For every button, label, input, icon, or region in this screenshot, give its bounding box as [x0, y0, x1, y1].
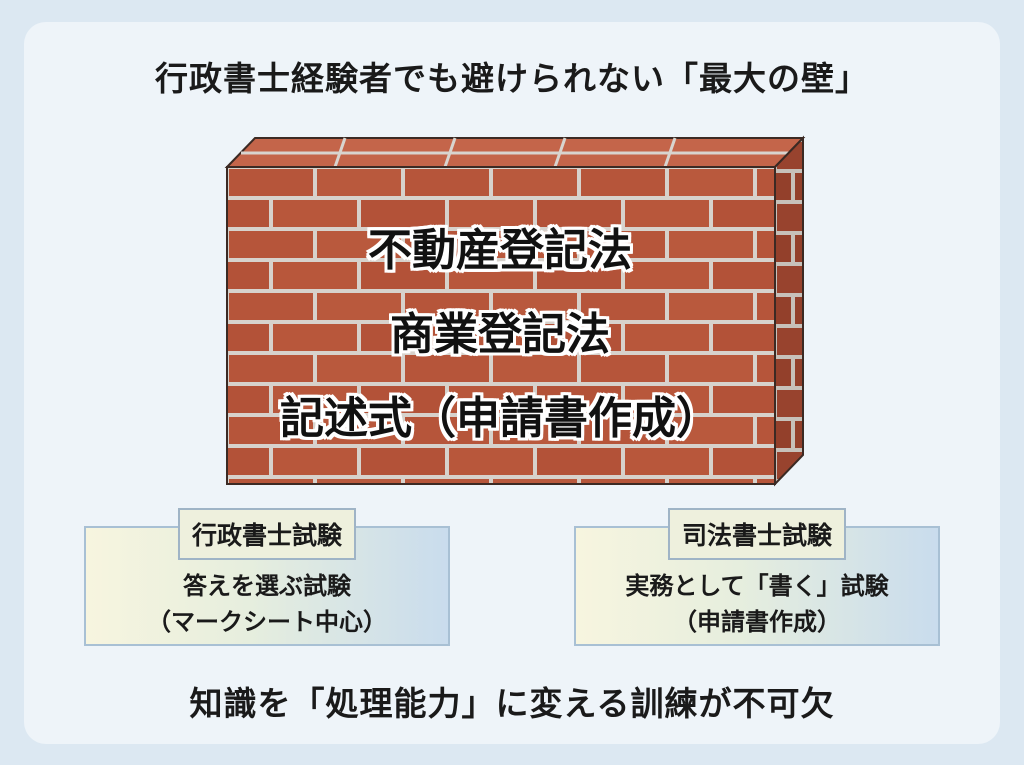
gyosei-exam-desc-2: （マークシート中心） [147, 608, 387, 636]
gyosei-exam-label: 行政書士試験 [177, 508, 357, 560]
shiho-exam-desc-1: 実務として「書く」試験 [625, 572, 889, 600]
wall-top-bricks [241, 137, 789, 168]
gyosei-exam-desc-1: 答えを選ぶ試験 [183, 572, 351, 600]
wall-text-line-3: 記述式（申請書作成） [280, 393, 720, 444]
wall-side [774, 135, 804, 487]
footer-message: 知識を「処理能力」に変える訓練が不可欠 [189, 684, 835, 723]
shiho-exam-desc-2: （申請書作成） [673, 608, 841, 636]
shiho-exam-box: 司法書士試験 実務として「書く」試験 （申請書作成） [574, 508, 940, 646]
page-title: 行政書士経験者でも避けられない「最大の壁」 [155, 59, 869, 98]
gyosei-exam-box: 行政書士試験 答えを選ぶ試験 （マークシート中心） [84, 508, 450, 646]
wall-text-line-2: 商業登記法 [390, 309, 610, 360]
shiho-exam-label: 司法書士試験 [667, 508, 847, 560]
wall-front [226, 166, 776, 485]
wall-text-line-1: 不動産登記法 [368, 225, 632, 276]
